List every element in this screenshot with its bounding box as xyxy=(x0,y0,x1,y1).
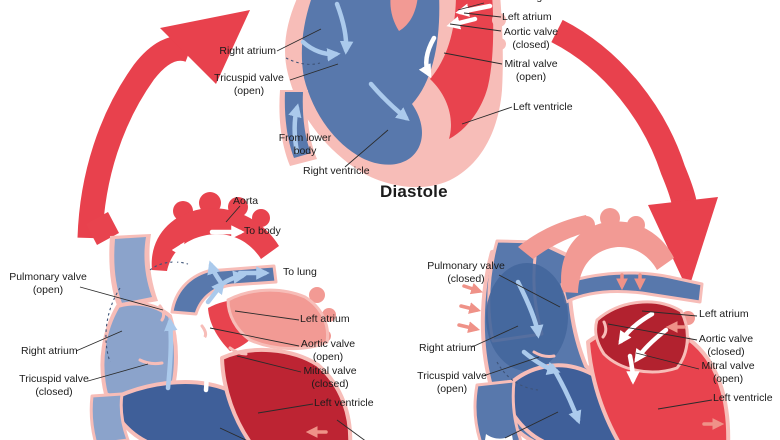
valve-name: Mitral valve xyxy=(701,360,755,372)
valve-state: (open) xyxy=(32,283,64,296)
valve-name: Aortic valve xyxy=(698,333,754,345)
label-br-left-ventricle: Left ventricle xyxy=(713,392,773,404)
valve-state: (closed) xyxy=(512,38,550,51)
label-top-left-atrium: Left atrium xyxy=(502,11,552,23)
label-top-right-atrium: Right atrium xyxy=(219,45,276,57)
valve-name: Tricuspid valve xyxy=(19,373,89,385)
heart-top-diastole xyxy=(279,0,506,188)
label-br-right-atrium: Right atrium xyxy=(419,342,476,354)
label-top-right-ventricle: Right ventricle xyxy=(303,165,370,177)
label-bl-aortic-valve: Aortic valve (open) xyxy=(292,338,364,363)
heart-bottom-right-filling xyxy=(457,208,731,440)
label-bl-left-atrium: Left atrium xyxy=(300,313,350,325)
valve-state: (closed) xyxy=(447,272,485,285)
label-bl-right-atrium: Right atrium xyxy=(21,345,78,357)
label-bl-pulmonary-valve: Pulmonary valve (open) xyxy=(2,271,94,296)
aorta-arch-pale xyxy=(561,208,674,293)
label-from-lower-body: From lower body xyxy=(278,132,332,157)
label-from-left-lung: From left lung xyxy=(478,0,542,4)
valve-name: Mitral valve xyxy=(303,365,357,377)
left-atrium-shape xyxy=(226,287,336,350)
phase-label-diastole: Diastole xyxy=(380,182,448,201)
label-top-left-ventricle: Left ventricle xyxy=(513,101,573,113)
label-top-aortic-valve: Aortic valve (closed) xyxy=(500,26,562,51)
heart-bottom-left-systole xyxy=(86,192,366,440)
valve-name: Mitral valve xyxy=(504,58,558,70)
squeeze-arrows xyxy=(457,273,725,430)
label-to-body: To body xyxy=(244,225,281,237)
label-bl-tricuspid-valve: Tricuspid valve (closed) xyxy=(8,373,100,398)
valve-name: Pulmonary valve xyxy=(427,260,505,272)
valve-name: Pulmonary valve xyxy=(9,271,87,283)
valve-name: Tricuspid valve xyxy=(214,72,284,84)
label-br-left-atrium: Left atrium xyxy=(699,308,749,320)
label-aorta: Aorta xyxy=(233,195,259,207)
label-br-aortic-valve: Aortic valve (closed) xyxy=(690,333,762,358)
label-to-lung: To lung xyxy=(283,266,317,278)
valve-state: (open) xyxy=(233,84,265,97)
valve-state: (closed) xyxy=(35,385,73,398)
valve-state: (open) xyxy=(712,372,744,385)
valve-state: (closed) xyxy=(311,377,349,390)
leader-lines xyxy=(75,2,713,414)
aorta-arch xyxy=(151,192,279,271)
valve-state: (open) xyxy=(312,350,344,363)
label-bl-left-ventricle: Left ventricle xyxy=(314,397,374,409)
flow-arrow xyxy=(334,1,354,55)
valve-state: (open) xyxy=(436,382,468,395)
valve-name: Tricuspid valve xyxy=(417,370,487,382)
label-br-mitral-valve: Mitral valve (open) xyxy=(692,360,764,385)
valve-name: Aortic valve xyxy=(300,338,356,350)
valve-state: (open) xyxy=(515,70,547,83)
cycle-arrow-down-right xyxy=(551,19,718,291)
label-br-pulmonary-valve: Pulmonary valve (closed) xyxy=(420,260,512,285)
label-br-tricuspid-valve: Tricuspid valve (open) xyxy=(406,370,498,395)
label-top-mitral-valve: Mitral valve (open) xyxy=(500,58,562,83)
cycle-arrow-up-left xyxy=(77,10,250,239)
label-top-tricuspid-valve: Tricuspid valve (open) xyxy=(205,72,293,97)
valve-state: (closed) xyxy=(707,345,745,358)
valve-name: Aortic valve xyxy=(503,26,559,38)
label-bl-mitral-valve: Mitral valve (closed) xyxy=(294,365,366,390)
left-atrium-contracted xyxy=(594,300,695,374)
